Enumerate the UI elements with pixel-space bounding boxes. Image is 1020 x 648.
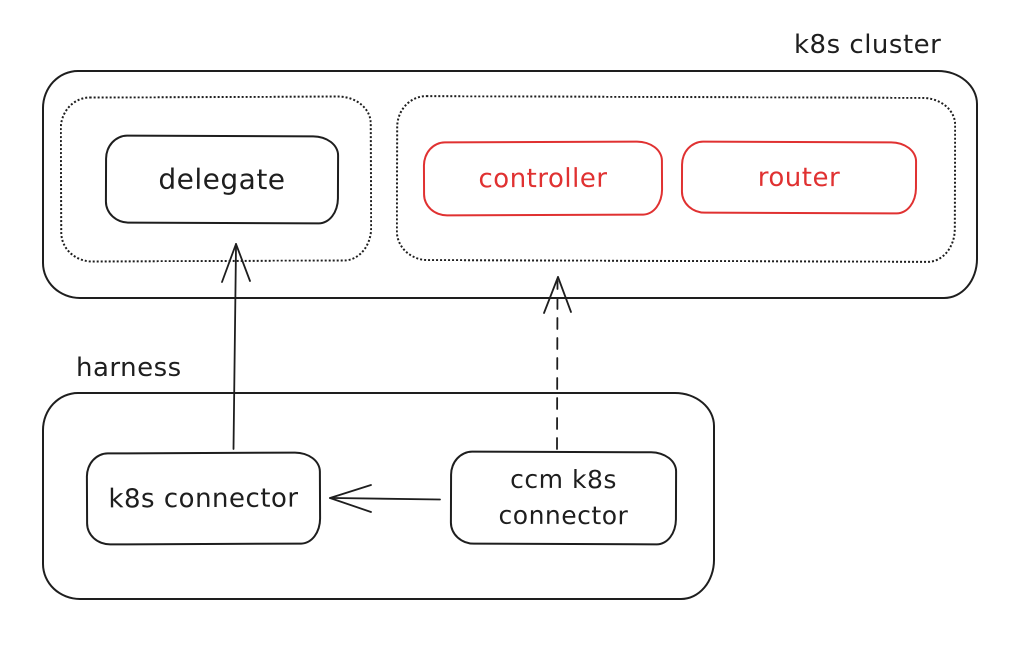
- k8s-connector-node: k8s connector: [85, 451, 322, 546]
- ccm-k8s-connector-label-line2: connector: [498, 500, 629, 531]
- router-node: router: [680, 140, 918, 215]
- k8s-connector-node-label: k8s connector: [108, 483, 299, 514]
- cluster-box: [42, 70, 978, 299]
- controller-node-label: controller: [478, 163, 608, 194]
- router-node-label: router: [757, 162, 841, 193]
- delegate-node-label: delegate: [158, 162, 286, 197]
- delegate-node: delegate: [104, 134, 340, 225]
- controller-node: controller: [422, 140, 664, 217]
- ccm-k8s-connector-label-line1: ccm k8s: [510, 464, 617, 494]
- harness-box: [42, 392, 715, 600]
- cluster-label: k8s cluster: [794, 30, 942, 60]
- ccm-k8s-connector-node: ccm k8s connector: [449, 450, 678, 546]
- harness-label: harness: [76, 353, 182, 383]
